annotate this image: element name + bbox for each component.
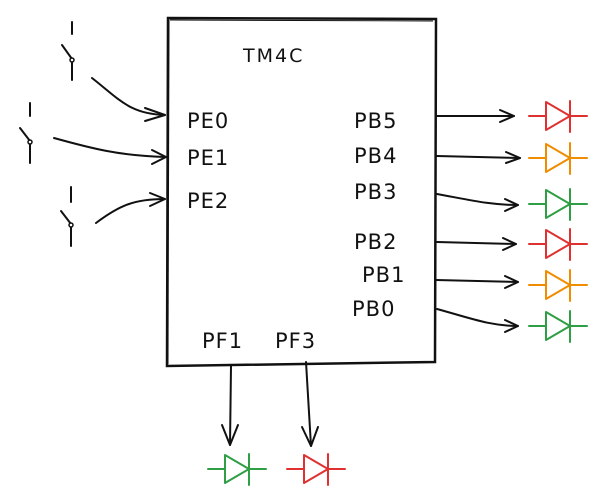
led-icon-pb2: [528, 228, 588, 261]
wire-pe0: [91, 77, 166, 122]
pin-label-pf3: PF3: [275, 329, 316, 353]
mcu-box: [165, 16, 438, 368]
wire-pe2: [95, 192, 166, 224]
wire-pb0: [436, 308, 519, 333]
wire-pe1: [53, 137, 167, 165]
pin-label-pb1: PB1: [362, 263, 405, 287]
wire-pb1: [435, 275, 519, 289]
pin-label-pb5: PB5: [354, 109, 397, 133]
pin-label-pe0: PE0: [187, 109, 229, 133]
led-icon-pb3: [528, 188, 588, 221]
pin-label-pe2: PE2: [187, 189, 229, 213]
led-icon-pb4: [528, 142, 588, 175]
pin-label-pb4: PB4: [354, 144, 397, 168]
led-icon-pb5: [528, 100, 588, 133]
wire-pb4: [436, 151, 521, 164]
switch-icon-pe0: [61, 21, 75, 81]
led-icon-pf1: [207, 453, 267, 486]
pin-label-pb2: PB2: [354, 230, 397, 254]
wire-pb5: [436, 109, 515, 123]
switch-icon-pe1: [19, 102, 33, 164]
wire-pf3: [301, 361, 319, 447]
pin-label-pb3: PB3: [354, 180, 397, 204]
led-icon-pb1: [528, 269, 588, 302]
mcu-title: TM4C: [242, 45, 304, 67]
led-icon-pf3: [286, 453, 346, 486]
pin-label-pf1: PF1: [202, 329, 243, 353]
pin-label-pb0: PB0: [352, 297, 395, 321]
wire-pb2: [436, 237, 517, 251]
wire-pb3: [436, 193, 519, 212]
pin-label-pe1: PE1: [187, 146, 229, 170]
switch-icon-pe2: [60, 186, 74, 247]
wire-pf1: [221, 365, 239, 446]
led-icon-pb0: [528, 310, 588, 343]
